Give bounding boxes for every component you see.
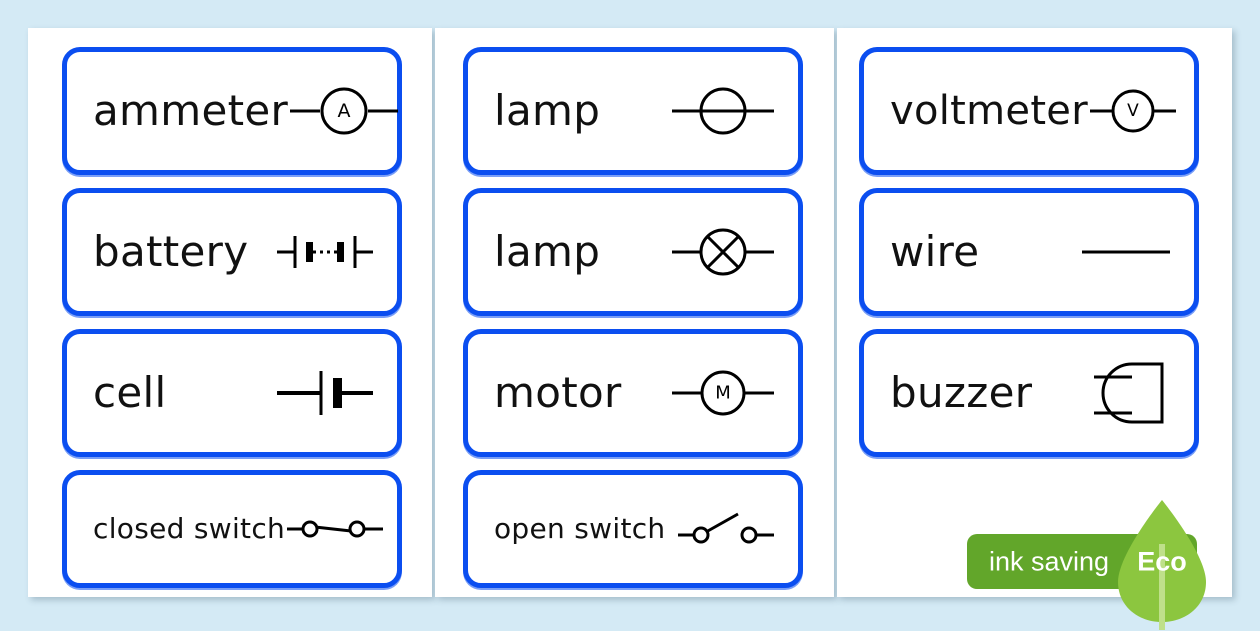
battery-symbol: [275, 227, 375, 277]
card-wire[interactable]: wire: [859, 188, 1199, 316]
ammeter-symbol: A: [288, 86, 400, 136]
card-voltmeter[interactable]: voltmeter V: [859, 47, 1199, 175]
card-label: ammeter: [93, 86, 289, 135]
svg-text:M: M: [715, 383, 731, 404]
card-motor[interactable]: motor M: [463, 329, 803, 457]
eco-pill-label: ink saving: [989, 546, 1110, 576]
card-label: battery: [93, 227, 249, 276]
open-switch-symbol: [676, 507, 776, 551]
svg-text:V: V: [1127, 101, 1139, 121]
card-ammeter[interactable]: ammeter A: [62, 47, 402, 175]
cell-symbol: [275, 365, 375, 421]
card-label: voltmeter: [890, 88, 1088, 134]
card-label: open switch: [494, 512, 666, 545]
card-closed-switch[interactable]: closed switch: [62, 470, 402, 588]
lamp-cross-symbol: [670, 226, 776, 278]
leaf-icon: [1114, 496, 1210, 631]
card-label: wire: [890, 227, 980, 276]
card-open-switch[interactable]: open switch: [463, 470, 803, 588]
wire-symbol: [1080, 240, 1172, 264]
buzzer-symbol: [1092, 358, 1172, 428]
card-cell[interactable]: cell: [62, 329, 402, 457]
card-label: motor: [494, 368, 622, 417]
card-lamp-filament[interactable]: lamp: [463, 47, 803, 175]
closed-switch-symbol: [285, 510, 385, 548]
lamp-filament-symbol: [670, 85, 776, 137]
card-label: lamp: [494, 227, 601, 276]
card-battery[interactable]: battery: [62, 188, 402, 316]
page-column-3: voltmeter V wire buzzer: [837, 28, 1232, 597]
eco-leaf-label: Eco: [1137, 546, 1187, 576]
card-label: lamp: [494, 86, 601, 135]
page-column-1: ammeter A battery: [28, 28, 432, 597]
motor-symbol: M: [670, 368, 776, 418]
svg-text:A: A: [338, 100, 351, 122]
page-column-2: lamp lamp: [435, 28, 834, 597]
card-lamp-cross[interactable]: lamp: [463, 188, 803, 316]
eco-badge: ink saving Eco: [967, 500, 1206, 630]
voltmeter-symbol: V: [1088, 87, 1178, 135]
card-label: closed switch: [93, 512, 286, 545]
card-label: buzzer: [890, 368, 1033, 417]
card-buzzer[interactable]: buzzer: [859, 329, 1199, 457]
card-label: cell: [93, 368, 167, 417]
